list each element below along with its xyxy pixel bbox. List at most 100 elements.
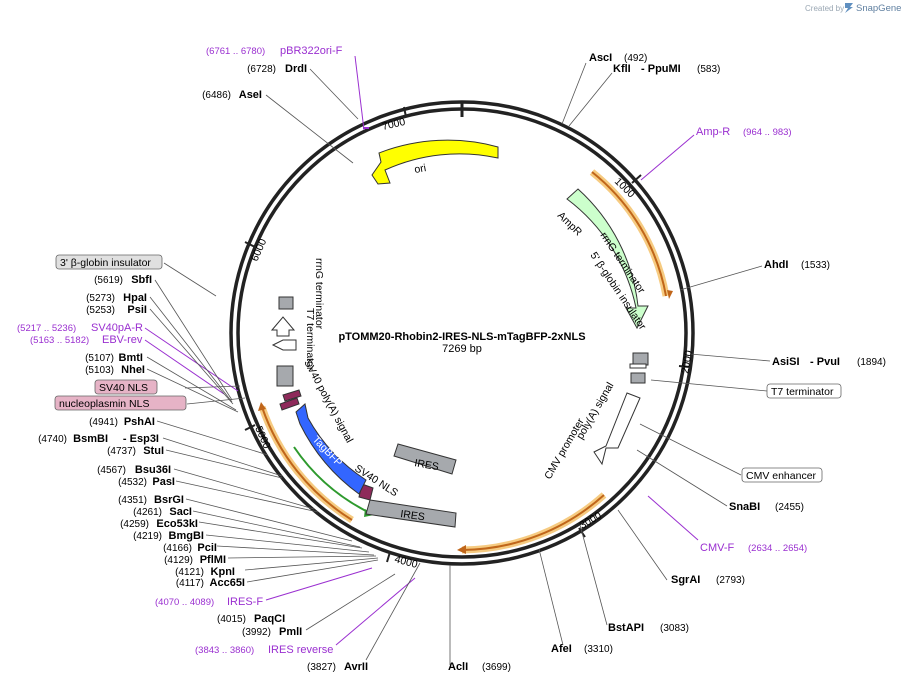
enzyme-kfli[interactable]: KflI <box>613 63 631 75</box>
box-sv40-nls[interactable] <box>94 379 158 395</box>
orf-arrow-bottom[interactable] <box>461 494 605 551</box>
enzyme-sgrai[interactable]: SgrAI <box>671 574 700 586</box>
primer-ampr-name[interactable]: Amp-R <box>696 126 730 138</box>
enzyme-kpni[interactable]: KpnI <box>211 566 235 578</box>
enzyme-drdi[interactable]: DrdI <box>285 63 307 75</box>
enzyme-pflmi[interactable]: PflMI <box>200 554 226 566</box>
feature-5-globin-insulator[interactable] <box>632 352 649 366</box>
enzyme-pvui[interactable]: - PvuI <box>810 356 840 368</box>
primer-ebv-name[interactable]: EBV-rev <box>102 334 143 346</box>
enzyme-pasi[interactable]: PasI <box>152 476 175 488</box>
primer-leader-sv40par <box>144 327 239 392</box>
enzyme-kfli-pos: (583) <box>697 64 720 75</box>
enzyme-nhei[interactable]: NheI <box>121 364 145 376</box>
ruler-label-4000: 4000 <box>393 553 419 571</box>
feature-label-rrng-terminator-left: rrnG terminator <box>313 258 325 330</box>
enzyme-bmti[interactable]: BmtI <box>119 352 143 364</box>
enzyme-hpai-pos: (5273) <box>86 293 115 304</box>
enzyme-esp3i[interactable]: - Esp3I <box>123 433 159 445</box>
feature-ori[interactable] <box>371 139 499 185</box>
enzyme-snabi[interactable]: SnaBI <box>729 501 760 513</box>
feature-rrng-terminator-left[interactable] <box>270 316 296 337</box>
box-label-sv40-nls: SV40 NLS <box>99 382 148 394</box>
enzyme-saci-pos: (4261) <box>133 507 162 518</box>
enzyme-psii-pos: (5253) <box>86 305 115 316</box>
enzyme-asei[interactable]: AseI <box>239 89 262 101</box>
primer-leader-iresrev <box>335 577 416 646</box>
enzyme-sbfi-pos: (5619) <box>94 275 123 286</box>
primer-pbr322-name[interactable]: pBR322ori-F <box>280 45 343 57</box>
box-t7-terminator[interactable] <box>766 383 842 399</box>
enzyme-avrii[interactable]: AvrII <box>344 661 368 673</box>
enzyme-bsmbi[interactable]: BsmBI <box>73 433 108 445</box>
ruler-tick-1000 <box>631 174 642 184</box>
feature-t7-terminator-right[interactable] <box>629 363 647 369</box>
primer-iresrev-name[interactable]: IRES reverse <box>268 644 333 656</box>
enzyme-eco53ki[interactable]: Eco53kI <box>156 518 198 530</box>
enzyme-ahdi[interactable]: AhdI <box>764 259 788 271</box>
box-label-nucleoplasmin-nls: nucleoplasmin NLS <box>59 398 149 410</box>
box-cmv-enhancer[interactable] <box>741 467 823 483</box>
enzyme-bsrgi[interactable]: BsrGI <box>154 494 184 506</box>
box-nucleoplasmin-nls[interactable] <box>54 395 187 411</box>
enzyme-pmli[interactable]: PmlI <box>279 626 302 638</box>
enzyme-afei[interactable]: AfeI <box>551 643 572 655</box>
enzyme-asisi[interactable]: AsiSI <box>772 356 800 368</box>
enzyme-asci[interactable]: AscI <box>589 52 612 64</box>
enzyme-acli[interactable]: AclI <box>448 661 468 673</box>
primer-sv40par-name[interactable]: SV40pA-R <box>91 322 143 334</box>
primer-iresf-name[interactable]: IRES-F <box>227 596 263 608</box>
enzyme-bsu36i[interactable]: Bsu36I <box>135 464 171 476</box>
enzyme-saci[interactable]: SacI <box>169 506 192 518</box>
primer-iresf-range: (4070 .. 4089) <box>155 597 214 608</box>
enzyme-stui-pos: (4737) <box>107 446 136 457</box>
enzyme-pasi-pos: (4532) <box>118 477 147 488</box>
orf-arrow-tagbfp[interactable] <box>293 446 371 514</box>
enzyme-pcii[interactable]: PciI <box>197 542 217 554</box>
enzyme-acc65i[interactable]: Acc65I <box>210 577 245 589</box>
enzyme-stui[interactable]: StuI <box>143 445 164 457</box>
primer-leader-iresf <box>265 567 373 601</box>
enzyme-sbfi[interactable]: SbfI <box>131 274 152 286</box>
enzyme-bstapi-pos: (3083) <box>660 623 689 634</box>
feature-t7-terminator-left[interactable] <box>271 339 297 351</box>
feature-small-box-right[interactable] <box>630 372 646 384</box>
box-3-globin-insulator[interactable] <box>55 254 163 270</box>
enzyme-hpai[interactable]: HpaI <box>123 292 147 304</box>
feature-ires-2[interactable] <box>365 499 457 528</box>
orf-arrow-left[interactable] <box>261 406 353 521</box>
enzyme-drdi-pos: (6728) <box>247 64 276 75</box>
feature-sv40-polya-box[interactable] <box>276 365 294 387</box>
ruler-label-2000: 2000 <box>679 349 695 374</box>
feature-cmv-promoter[interactable] <box>593 392 641 466</box>
enzyme-snabi-pos: (2455) <box>775 502 804 513</box>
enzyme-pflmi-pos: (4129) <box>164 555 193 566</box>
primer-leader-ampr <box>640 134 695 181</box>
enzyme-sgrai-pos: (2793) <box>716 575 745 586</box>
enzyme-avrii-pos: (3827) <box>307 662 336 673</box>
enzyme-paqci-pos: (4015) <box>217 614 246 625</box>
feature-ires-1[interactable] <box>393 443 457 475</box>
feature-tagbfp[interactable] <box>295 403 367 495</box>
feature-nls-2[interactable] <box>282 389 302 402</box>
enzyme-ppumi[interactable]: - PpuMI <box>641 63 681 75</box>
enzyme-bmti-pos: (5107) <box>85 353 114 364</box>
feature-3-globin-insulator[interactable] <box>278 296 294 310</box>
feature-ampr[interactable] <box>566 188 649 330</box>
feature-nls-1[interactable] <box>279 397 300 411</box>
feature-label-ori: ori <box>413 162 427 176</box>
primer-iresrev-range: (3843 .. 3860) <box>195 645 254 656</box>
enzyme-bstapi[interactable]: BstAPI <box>608 622 644 634</box>
enzyme-pshai[interactable]: PshAI <box>124 416 155 428</box>
plasmid-name: pTOMM20-Rhobin2-IRES-NLS-mTagBFP-2xNLS <box>338 331 585 343</box>
enzyme-pcii-pos: (4166) <box>163 543 192 554</box>
box-label-3-globin-insulator: 3' β-globin insulator <box>60 257 151 269</box>
snapgene-brand[interactable]: SnapGene <box>856 3 901 14</box>
primer-cmvf-name[interactable]: CMV-F <box>700 542 735 554</box>
enzyme-afei-pos: (3310) <box>584 644 613 655</box>
orf-arrow-ampr[interactable] <box>591 171 667 297</box>
enzyme-bmgbi[interactable]: BmgBI <box>169 530 204 542</box>
enzyme-psii[interactable]: PsiI <box>127 304 147 316</box>
enzyme-paqci[interactable]: PaqCI <box>254 613 285 625</box>
